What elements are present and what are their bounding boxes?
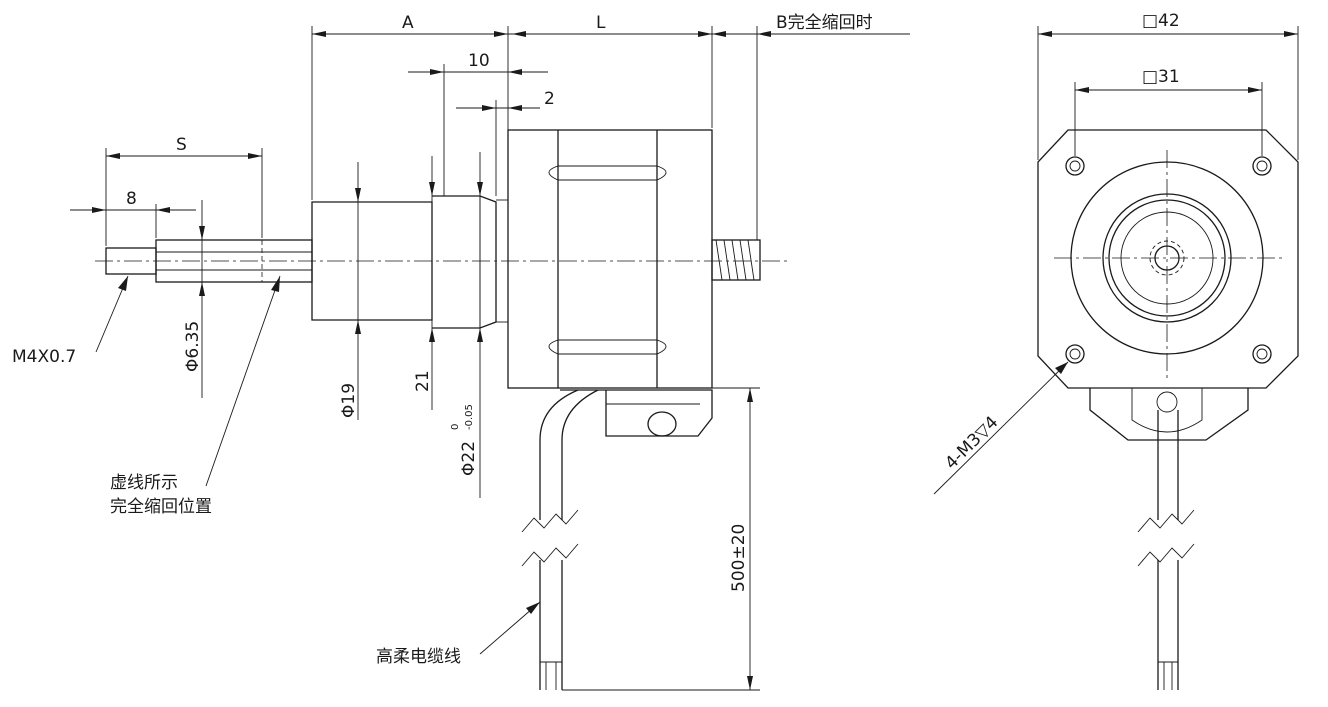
cable-connector [560, 389, 713, 437]
dimension-dia-22: Φ22 0 -0.05 [450, 152, 483, 498]
dim-10-label: 10 [468, 51, 490, 71]
mount-holes-callout: 4-M3▽4 [933, 361, 1069, 495]
boss-circle [1070, 161, 1264, 355]
dimension-21: 21 [413, 156, 435, 410]
square-31-label: □31 [1142, 67, 1180, 87]
cable-note-label: 高柔电缆线 [376, 647, 461, 667]
end-cable [1137, 410, 1195, 690]
cable [521, 389, 599, 690]
mount-holes-label: 4-M3▽4 [941, 412, 1002, 473]
motor-body [507, 129, 713, 389]
dimension-square-31: □31 [1074, 67, 1263, 156]
note-line1: 虚线所示 [110, 473, 178, 493]
dim-l-label: L [596, 13, 606, 33]
mount-holes [1065, 156, 1272, 364]
square-42-label: □42 [1142, 11, 1180, 31]
dia-19-label: Φ19 [339, 383, 359, 418]
dimension-square-42: □42 [1037, 11, 1299, 160]
dimension-10: 10 [408, 51, 548, 196]
cable-length-label: 500±20 [729, 524, 749, 592]
dimension-b: B完全缩回时 [712, 13, 910, 240]
cable-callout: 高柔电缆线 [376, 601, 541, 667]
dimension-dia-635: Φ6.35 [183, 200, 205, 398]
side-view: A L B完全缩回时 10 [12, 13, 910, 691]
tol-upper-label: 0 [450, 424, 461, 430]
dim-a-label: A [402, 13, 414, 33]
note-line2: 完全缩回位置 [110, 497, 212, 517]
dimension-2: 2 [456, 89, 555, 196]
dimension-a: A [311, 13, 509, 200]
dimension-dia-19: Φ19 [339, 162, 361, 420]
rear-screw-stub [711, 239, 761, 281]
end-view: □42 □31 4-M3▽4 [933, 11, 1299, 690]
dimension-cable-length: 500±20 [562, 387, 760, 691]
dimension-l: L [508, 13, 713, 128]
dimension-s: S [105, 135, 263, 246]
dia-22-label: Φ22 [459, 441, 479, 476]
thread-callout: M4X0.7 [12, 275, 129, 367]
retracted-note: 虚线所示 完全缩回位置 [110, 275, 281, 517]
flange-plate [1037, 129, 1299, 389]
dim-2-label: 2 [544, 89, 555, 109]
flange-collar [432, 195, 497, 329]
dim-s-label: S [176, 135, 187, 155]
dim-b-label: B完全缩回时 [776, 13, 873, 33]
thread-label: M4X0.7 [12, 347, 76, 367]
dim-21-label: 21 [413, 370, 433, 392]
dim-8-label: 8 [126, 189, 137, 209]
drive-gear [1149, 240, 1185, 276]
end-connector [1089, 388, 1249, 441]
dia-635-label: Φ6.35 [183, 321, 203, 372]
tol-lower-label: -0.05 [464, 404, 475, 430]
dimension-8: 8 [70, 189, 196, 238]
